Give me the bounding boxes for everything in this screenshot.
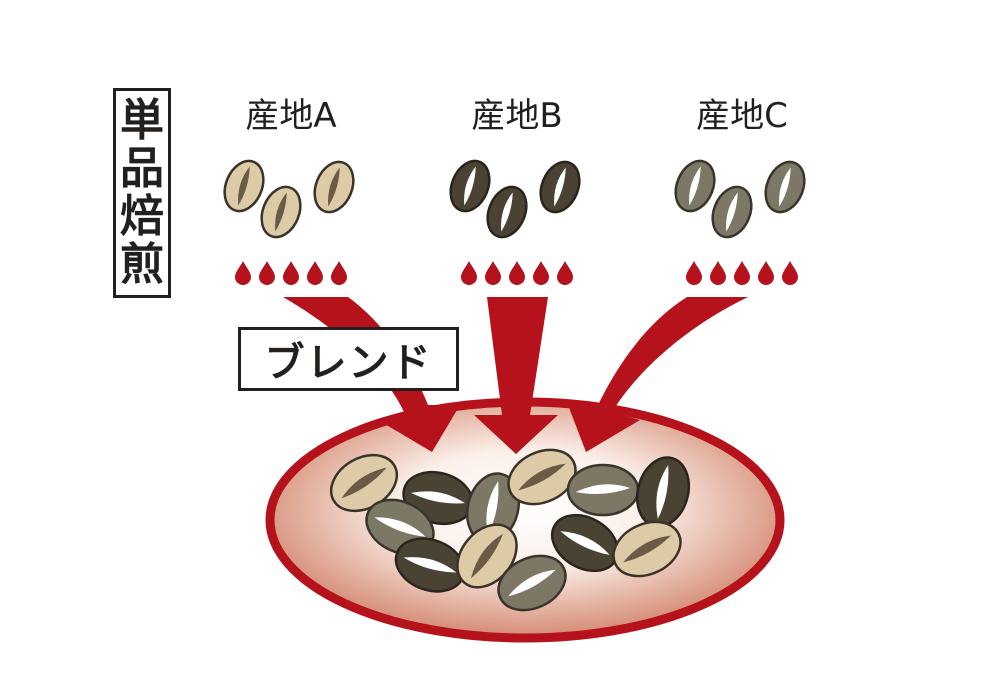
single-roast-char: 焙 [120,191,164,242]
blended-bean-icon [566,463,640,517]
origin-bean-group [449,159,581,285]
drop-icon [557,261,573,285]
blended-bean-icon [329,453,399,513]
drop-icon [307,261,323,285]
drop-icon [461,261,477,285]
coffee-bean-icon [764,160,806,214]
drop-icon [533,261,549,285]
coffee-bean-icon [313,160,355,214]
coffee-bean-icon [674,159,716,213]
blended-bean-icon [394,537,466,593]
drop-icon [686,261,702,285]
origin-b-label: 産地B [471,96,563,136]
drop-icon [235,261,251,285]
blended-bean-icon [456,523,518,589]
arrow-origin-a [283,297,460,452]
single-roast-label-box: 単品焙煎 [113,88,171,298]
blended-bean-icon [465,472,521,544]
drop-icon [782,261,798,285]
origin-c-label: 産地C [696,96,788,136]
drop-icon [734,261,750,285]
blended-bean-icon [635,456,691,528]
origin-bean-group [674,159,806,285]
drop-icon [758,261,774,285]
coffee-bean-icon [539,160,581,214]
blended-bean-icon [612,520,682,578]
coffee-bean-icon [223,159,265,213]
single-roast-char: 煎 [120,239,164,290]
drop-icon [283,261,299,285]
arrow-origin-c [568,297,748,452]
single-roast-char: 単 [120,95,164,146]
coffee-bean-icon [260,185,302,239]
drop-icon [509,261,525,285]
drop-icon [331,261,347,285]
drop-icon [485,261,501,285]
single-roast-char: 品 [120,143,164,194]
coffee-bean-icon [449,159,491,213]
arrow-origin-b [474,297,558,454]
coffee-bean-icon [711,185,753,239]
drop-icon [710,261,726,285]
origin-bean-group [223,159,355,285]
blended-bean-icon [497,554,567,612]
blended-bean-icon [507,448,577,506]
blend-label: ブレンド [238,327,459,391]
origin-a-label: 産地A [245,96,337,136]
coffee-bean-icon [486,185,528,239]
drop-icon [259,261,275,285]
